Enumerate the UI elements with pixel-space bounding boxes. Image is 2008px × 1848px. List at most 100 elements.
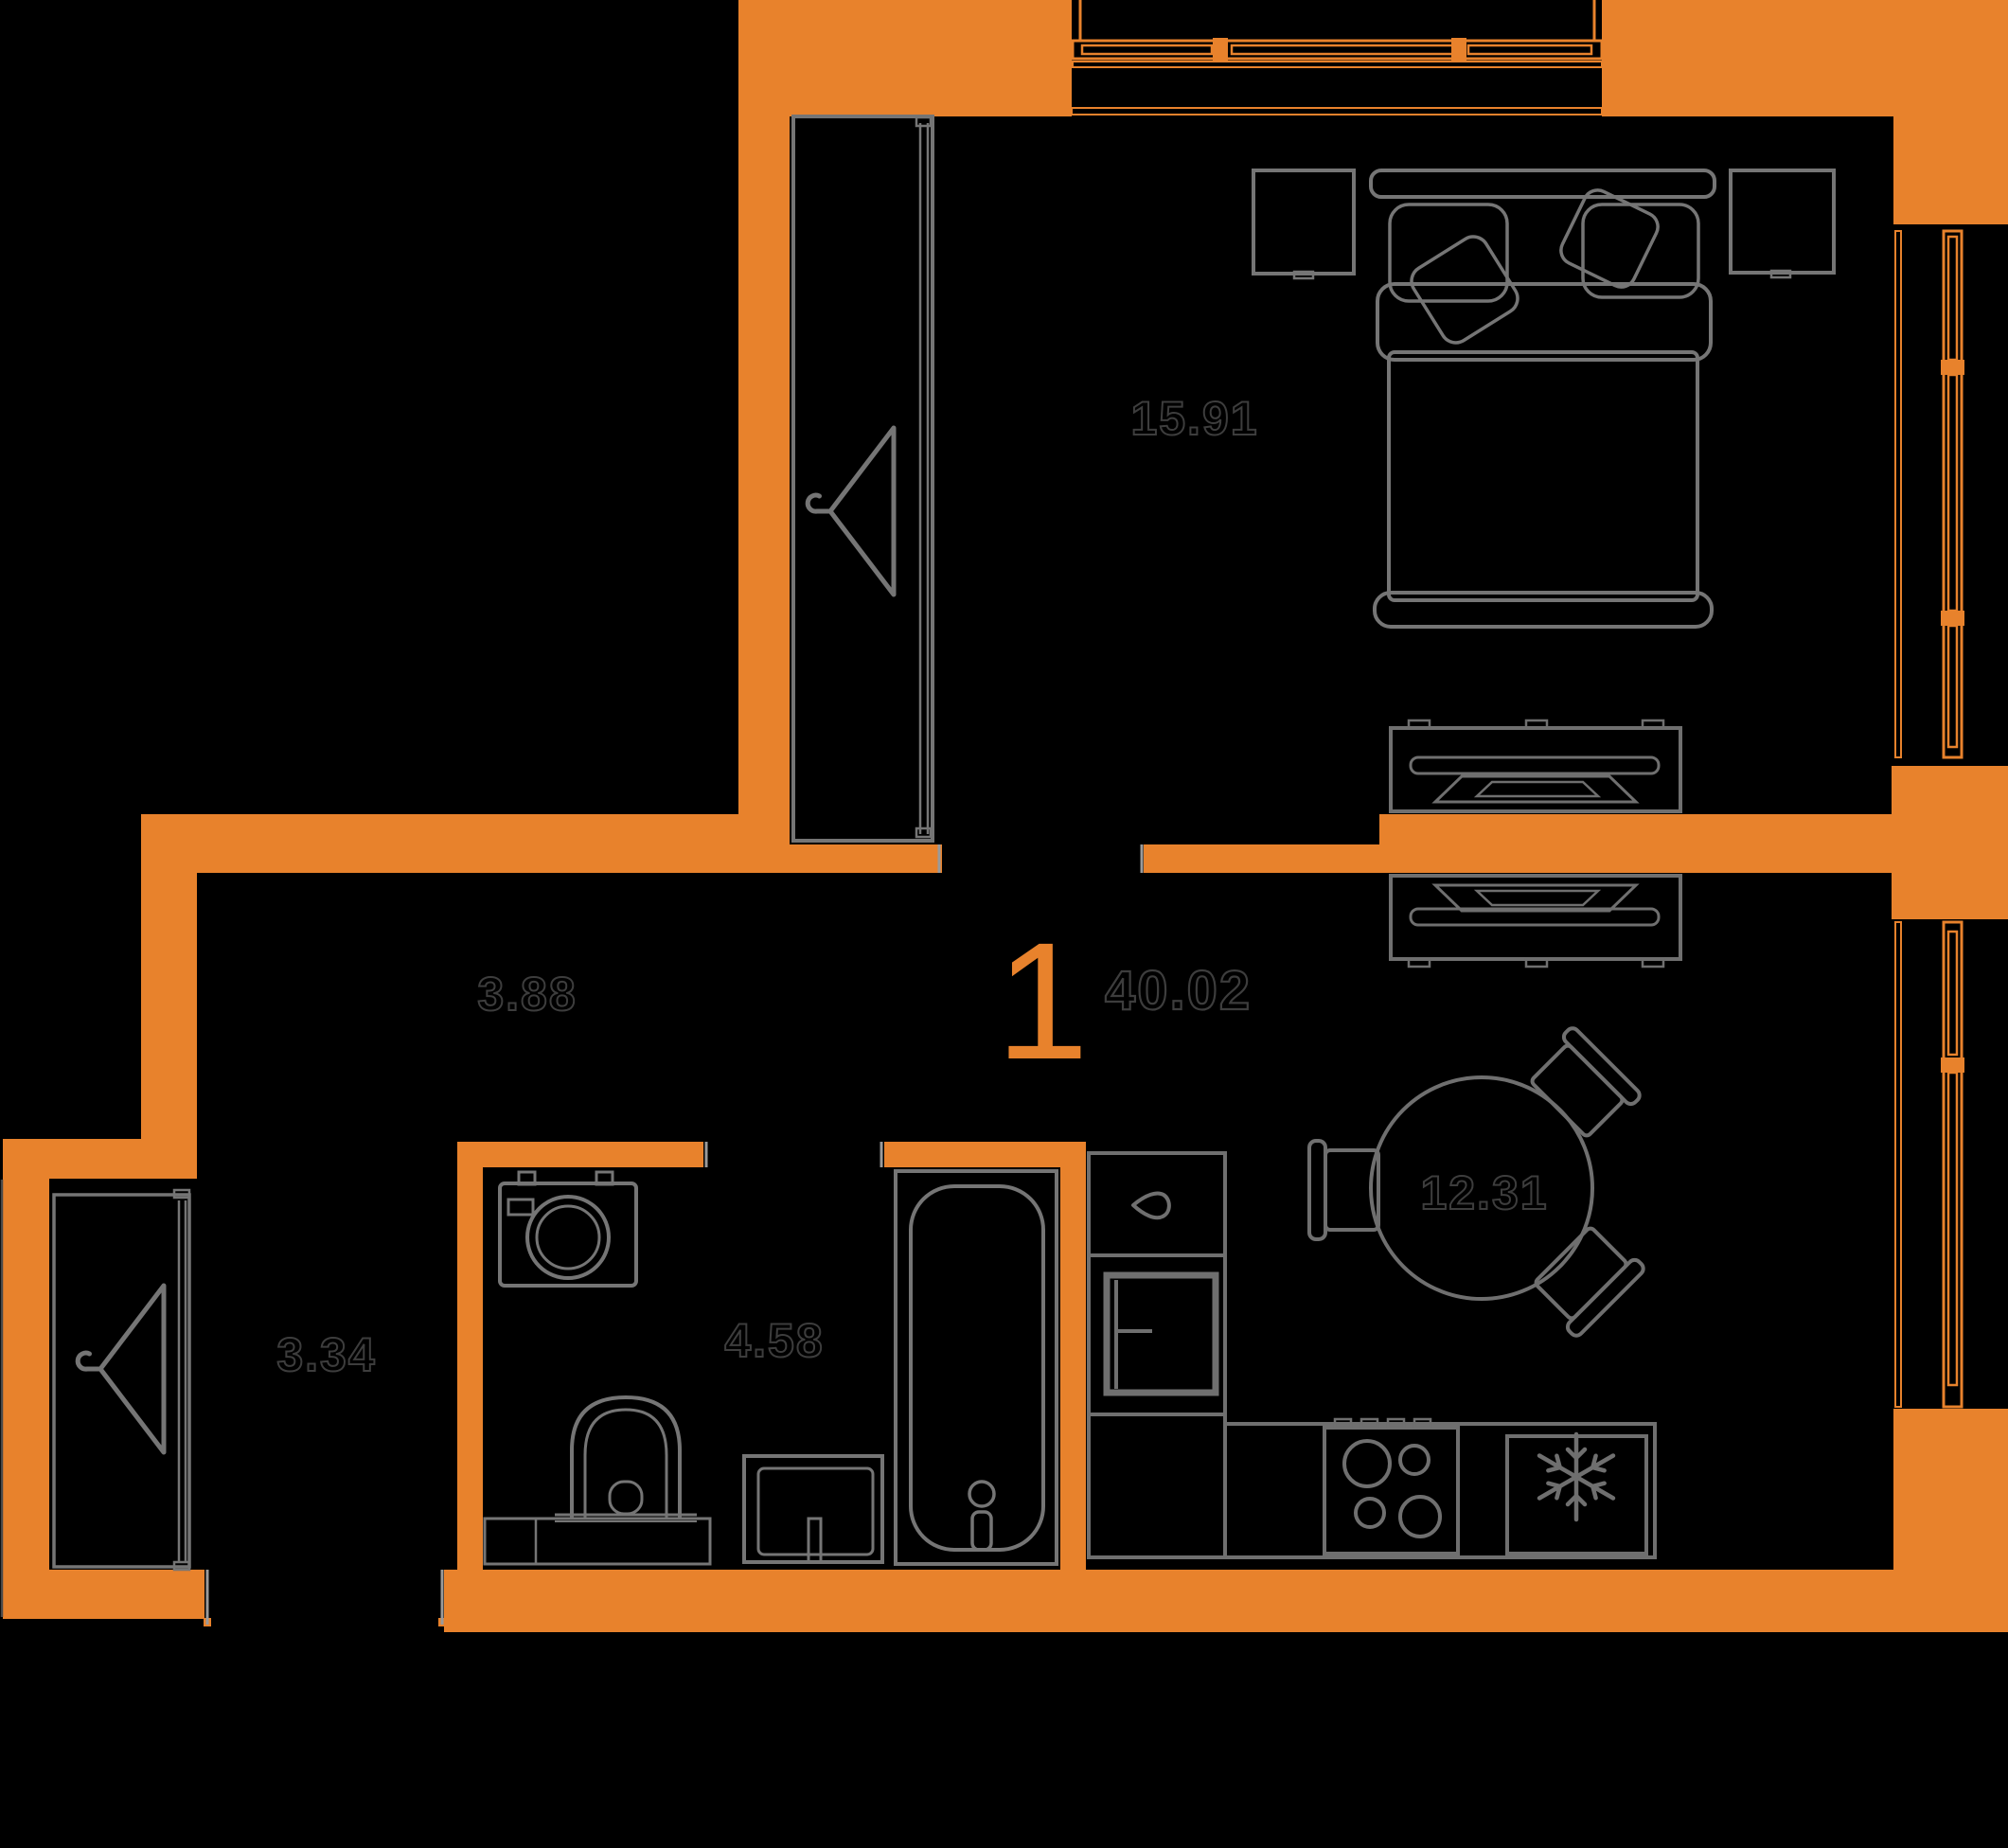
wall-bathroom-top-left [457, 1142, 703, 1167]
window-mullion [1941, 611, 1964, 626]
bathtub-tap [970, 1510, 993, 1552]
washer-drum-inner [535, 1204, 601, 1270]
labels: 15.91 3.88 3.34 4.58 12.31 1 40.02 [275, 391, 1548, 1382]
bathtub-basin [909, 1184, 1045, 1552]
wall-top-left-segment [738, 0, 1072, 116]
nightstand-right [1729, 169, 1836, 279]
stove-knob [1386, 1417, 1406, 1430]
bed-pillow [1581, 203, 1700, 299]
apartment-number: 1 [996, 909, 1089, 1094]
built-in-oven [1103, 1271, 1219, 1396]
tv-stand-inner [1473, 889, 1602, 907]
tv-unit-foot [1407, 719, 1431, 730]
wall-bathroom-top-right [884, 1142, 1086, 1167]
window-mullion [1941, 360, 1964, 375]
window-pane-top [1946, 930, 1959, 1057]
tv-unit-foot [1407, 957, 1431, 968]
bedroom-window [1894, 229, 1964, 759]
toilet-tank [608, 1480, 644, 1516]
wall-bathroom-left [457, 1142, 483, 1570]
bed-accent-pillow [1410, 235, 1519, 345]
bed-foot-bar [1373, 591, 1714, 629]
wall-left-lower [3, 1139, 49, 1619]
washer-mount [595, 1170, 614, 1186]
wall-divider-thin-left [790, 844, 942, 873]
window-pane-right [1466, 44, 1593, 56]
bed-accent-pillow [1559, 188, 1660, 289]
wall-left-upper [141, 814, 197, 1139]
washer-drum [525, 1195, 611, 1280]
burner-icon [1398, 1444, 1430, 1476]
window-mullion [1451, 38, 1466, 62]
window-mullion [1941, 1057, 1964, 1073]
bed-body [1387, 350, 1699, 602]
toilet [555, 1395, 697, 1522]
fridge [1505, 1431, 1648, 1555]
wall-divider-thin-right [1144, 844, 1379, 873]
wardrobe-door-cap [172, 1560, 191, 1572]
stove-knob [1359, 1417, 1379, 1430]
hanger-icon [78, 1286, 164, 1452]
wall-top-right-segment [1602, 0, 1893, 116]
wall-inner-edge-line [1894, 921, 1902, 1408]
bathtub-drain [968, 1480, 996, 1508]
bathroom-area-label: 4.58 [724, 1314, 824, 1367]
tv-stand-inner [1473, 780, 1602, 798]
dining-chair [1307, 1139, 1380, 1241]
bed-headboard [1369, 169, 1716, 199]
bed-pillow [1388, 203, 1509, 303]
wall-inner-edge-line [1894, 230, 1902, 758]
tv-unit-foot [1524, 719, 1549, 730]
bathroom-sink [742, 1454, 884, 1564]
window-pane-bottom [1946, 1071, 1959, 1387]
bed-duvet-fold [1376, 282, 1713, 362]
kitchen-counter [1087, 1151, 1657, 1559]
wardrobe-door-cap [172, 1188, 191, 1199]
bathroom-vanity [483, 1517, 712, 1566]
tv-unit-foot [1641, 957, 1665, 968]
tv-screen [1409, 907, 1661, 927]
tv-stand [1431, 883, 1640, 913]
wall-hallway-top [141, 814, 790, 873]
window-frame [1942, 920, 1964, 1409]
nightstand-handle [1769, 269, 1792, 279]
window-frame [1942, 229, 1964, 759]
tv-unit-foot [1641, 719, 1665, 730]
closet-wardrobe [52, 1188, 191, 1572]
top-window [1071, 0, 1604, 116]
bathroom-fixtures [483, 1169, 1058, 1566]
window-pane-bottom [1946, 624, 1959, 749]
stove [1323, 1417, 1460, 1555]
wall-top-right-corner [1893, 0, 2008, 224]
burner-icon [1398, 1495, 1442, 1538]
kitchen-window [1894, 920, 1964, 1409]
door-openings [0, 844, 1144, 1625]
total-area-label: 40.02 [1105, 960, 1252, 1022]
wardrobe-door-cap [915, 116, 933, 128]
tv-screen [1409, 755, 1661, 775]
snowflake-icon [1537, 1431, 1616, 1522]
wall-bottom-closet [3, 1570, 204, 1619]
bedroom-wardrobe [791, 115, 934, 843]
tv-stand [1431, 774, 1640, 804]
window-frame [1071, 39, 1604, 61]
window-mullion [1213, 38, 1228, 62]
wall-bottom-main [444, 1570, 2008, 1632]
water-drop-icon [1131, 1191, 1171, 1220]
wall-bedroom-left [738, 0, 790, 873]
kitchen-tv-unit [1389, 874, 1682, 968]
wardrobe-door-cap [915, 826, 933, 839]
sink-tap [807, 1517, 823, 1564]
window-pane-top [1946, 235, 1959, 362]
hallway-area-label: 3.88 [477, 968, 577, 1021]
kitchen-area-label: 12.31 [1420, 1166, 1548, 1219]
wall-bathroom-right [1060, 1142, 1086, 1570]
nightstand-left [1252, 169, 1356, 280]
kitchen-fixtures [1087, 874, 1682, 1559]
dining-chair [1523, 1025, 1642, 1144]
bathtub [894, 1169, 1058, 1566]
closet-area-label: 3.34 [276, 1328, 376, 1381]
window-pane-left [1080, 44, 1214, 56]
